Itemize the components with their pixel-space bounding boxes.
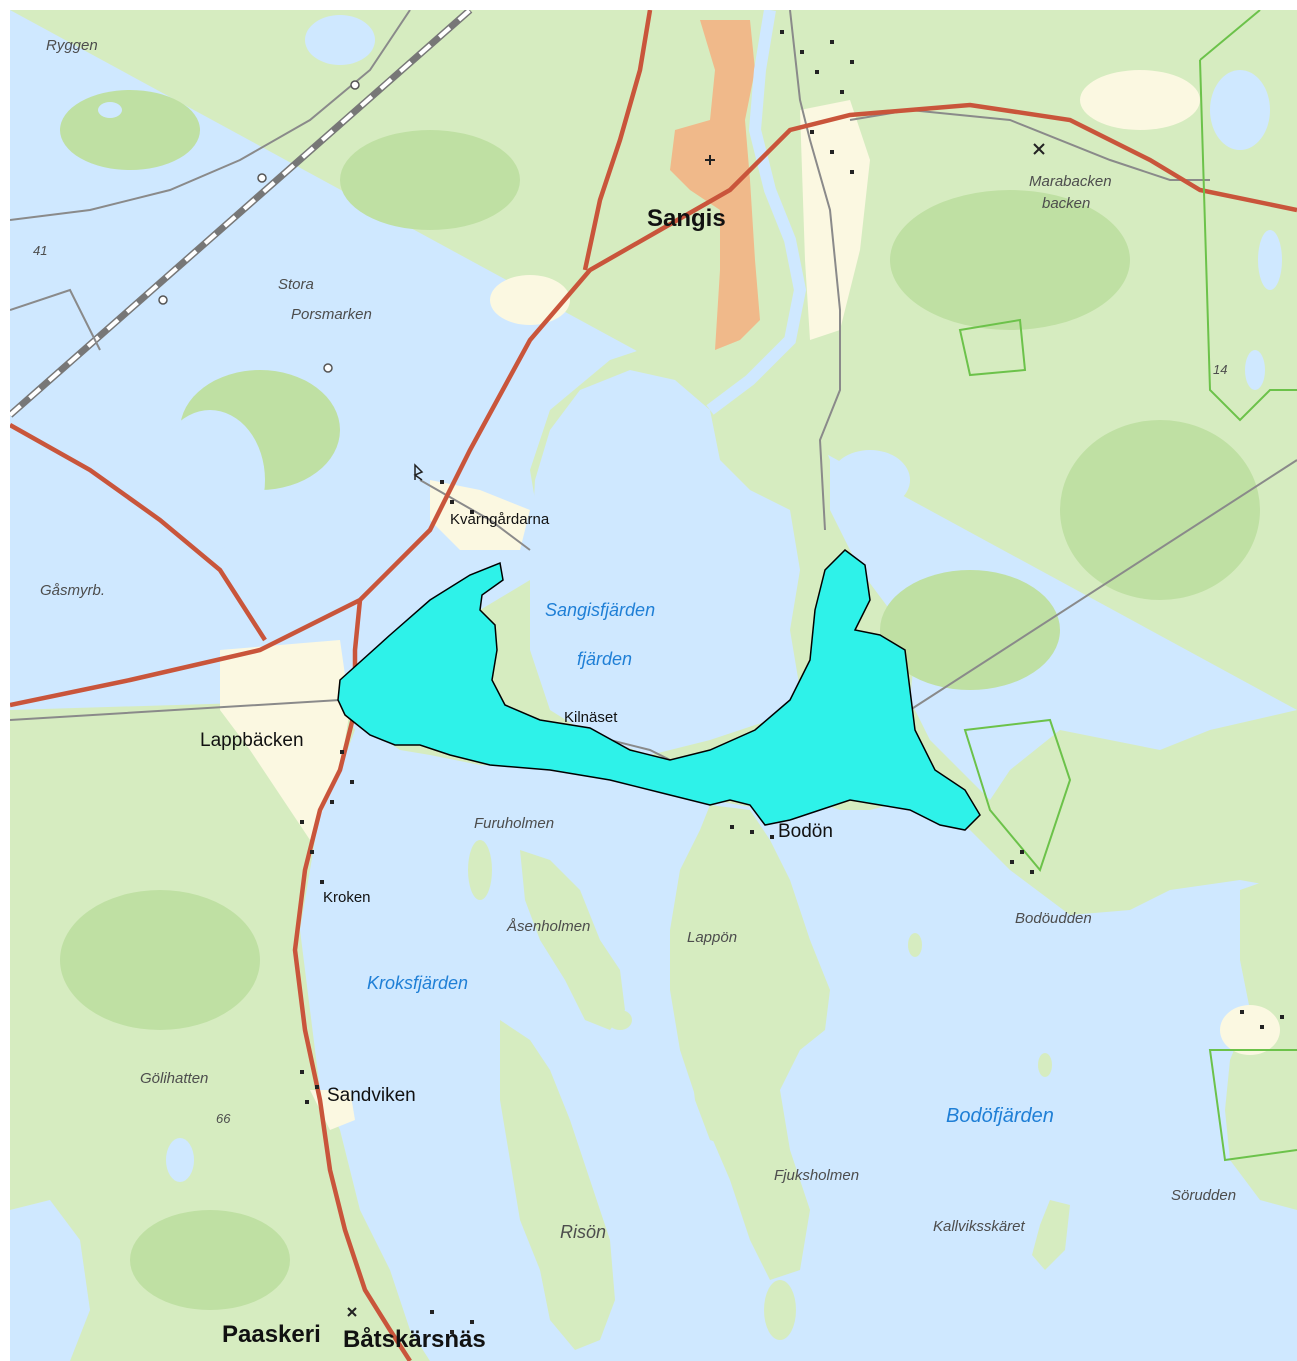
terrain-furuholmen: Furuholmen: [474, 815, 555, 832]
boundaries: [958, 10, 1297, 1162]
islet-1: [908, 933, 922, 957]
terrain-asenholmen: Åsenholmen: [507, 918, 591, 935]
terrain-lappon: Lappön: [687, 929, 738, 946]
islet-4: [608, 1010, 632, 1030]
island-furuholmen: [468, 840, 492, 900]
railway-station-markers: [158, 80, 360, 373]
elevation-14: 14: [1213, 362, 1228, 377]
terrain-stora: Stora: [278, 276, 314, 293]
map-frame[interactable]: Sangis Lappbäcken Bodön Paaskeri Båtskär…: [10, 10, 1297, 1361]
terrain-sorudden: Sörudden: [1171, 1187, 1237, 1204]
inland-lakes: [98, 15, 1282, 550]
terrain-rison: Risön: [560, 1222, 607, 1242]
place-paaskeri: Paaskeri: [222, 1321, 321, 1348]
land-west: [10, 700, 430, 1361]
terrain-marabacken: Marabacken: [1029, 173, 1112, 190]
lake-sw: [10, 1200, 90, 1361]
water-kroksfjarden: Kroksfjärden: [367, 973, 469, 993]
place-batskarsnas: Båtskärsnäs: [343, 1326, 486, 1353]
place-lappbacken: Lappbäcken: [200, 730, 304, 751]
landmark-marker-icon: [1033, 143, 1045, 155]
place-kroken: Kroken: [323, 889, 371, 906]
terrain-porsmarken: Porsmarken: [291, 306, 372, 323]
islet-2: [1038, 1053, 1052, 1077]
water-sangisfjarden: Sangisfjärden: [545, 600, 656, 620]
building-dots: [300, 30, 1284, 1334]
place-kvarngardarna: Kvarngårdarna: [450, 511, 550, 528]
terrain-fjuksholmen: Fjuksholmen: [774, 1167, 860, 1184]
place-sangis: Sangis: [647, 205, 726, 232]
island-lappon: [670, 805, 830, 1280]
place-bodon: Bodön: [778, 821, 833, 842]
urban-sangis: [670, 20, 760, 350]
islet-3: [764, 1280, 796, 1340]
place-kilnaset: Kilnäset: [564, 709, 618, 726]
river-sangis: [706, 10, 807, 415]
elevation-66: 66: [216, 1111, 231, 1126]
place-sandviken: Sandviken: [327, 1085, 416, 1106]
water-bodofjarden: Bodöfjärden: [946, 1105, 1054, 1127]
elevation-41: 41: [33, 243, 48, 258]
island-asenholmen: [520, 850, 625, 1030]
terrain-golihatten: Gölihatten: [140, 1070, 209, 1087]
terrain-backen: backen: [1042, 195, 1091, 212]
water-fjarden: fjärden: [577, 649, 633, 669]
peak-marker-icon: [347, 1307, 357, 1317]
church-icon: [705, 155, 715, 165]
lake-small-sw: [166, 1138, 194, 1182]
railway: [10, 10, 473, 418]
terrain-ryggen: Ryggen: [46, 37, 98, 54]
map-canvas[interactable]: [10, 10, 1297, 1361]
terrain-bodoudden: Bodöudden: [1015, 910, 1092, 927]
terrain-gasmyrb: Gåsmyrb.: [40, 582, 106, 599]
bay-sangisfjarden: [530, 370, 800, 755]
highlight-area: [337, 549, 981, 831]
terrain-kallviksskaret: Kallviksskäret: [933, 1218, 1025, 1235]
island-rison: [500, 1020, 615, 1350]
island-kallviksskaret: [1032, 1200, 1070, 1270]
island-fjuksholmen: [690, 1060, 750, 1150]
lookout-tower-icon: [413, 463, 424, 481]
